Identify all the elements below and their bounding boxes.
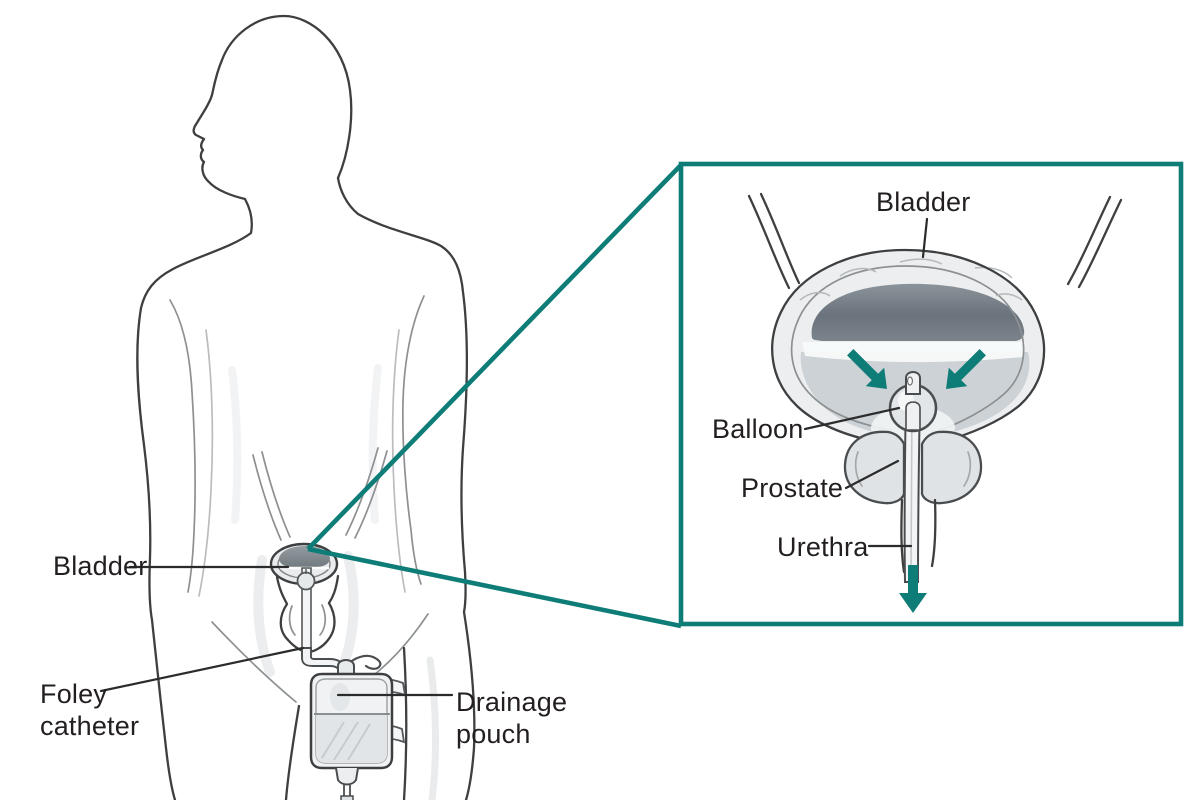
drainage-pouch bbox=[309, 658, 394, 800]
pelvic-anatomy-small bbox=[252, 447, 388, 654]
flow-arrow-urethra bbox=[899, 565, 927, 613]
right-torso-line bbox=[391, 329, 406, 593]
right-side-outline bbox=[336, 176, 476, 800]
small-balloon bbox=[296, 571, 316, 591]
inset-catheter bbox=[888, 371, 938, 583]
left-groin-crease bbox=[211, 621, 297, 703]
head-and-left-side-outline bbox=[136, 14, 353, 800]
inset-wall-texture bbox=[799, 258, 1023, 301]
label-inset-balloon: Balloon bbox=[712, 414, 804, 444]
label-drainage-pouch: Drainage pouch bbox=[456, 687, 568, 749]
label-inset-urethra: Urethra bbox=[777, 532, 869, 562]
label-inset-bladder: Bladder bbox=[876, 187, 971, 217]
left-torso-line bbox=[198, 329, 214, 597]
flow-arrow-left bbox=[847, 349, 887, 389]
inset-urine-pool bbox=[811, 283, 1025, 341]
right-inner-thigh-line bbox=[402, 646, 408, 800]
flow-arrow-right bbox=[946, 349, 986, 389]
inset-ureters bbox=[747, 192, 1123, 290]
leader-foley-catheter bbox=[99, 646, 305, 693]
left-arm-inner-line bbox=[169, 299, 196, 593]
inset-urethra bbox=[900, 498, 937, 574]
pencil-shading bbox=[228, 364, 440, 800]
leader-lines bbox=[99, 217, 929, 697]
inset-anatomy bbox=[747, 192, 1123, 613]
leader-inset-balloon bbox=[803, 406, 901, 431]
leader-inset-bladder bbox=[921, 217, 929, 259]
inset-prostate bbox=[843, 430, 983, 505]
left-inner-leg-line bbox=[284, 704, 301, 800]
label-bladder-body: Bladder bbox=[53, 551, 148, 581]
label-foley-catheter: Foley catheter bbox=[40, 679, 140, 741]
body-figure bbox=[136, 14, 476, 800]
label-inset-prostate: Prostate bbox=[741, 473, 844, 503]
zoom-lens-lines bbox=[306, 163, 683, 629]
catheter-port-hook bbox=[345, 654, 382, 670]
leader-inset-prostate bbox=[844, 459, 900, 490]
